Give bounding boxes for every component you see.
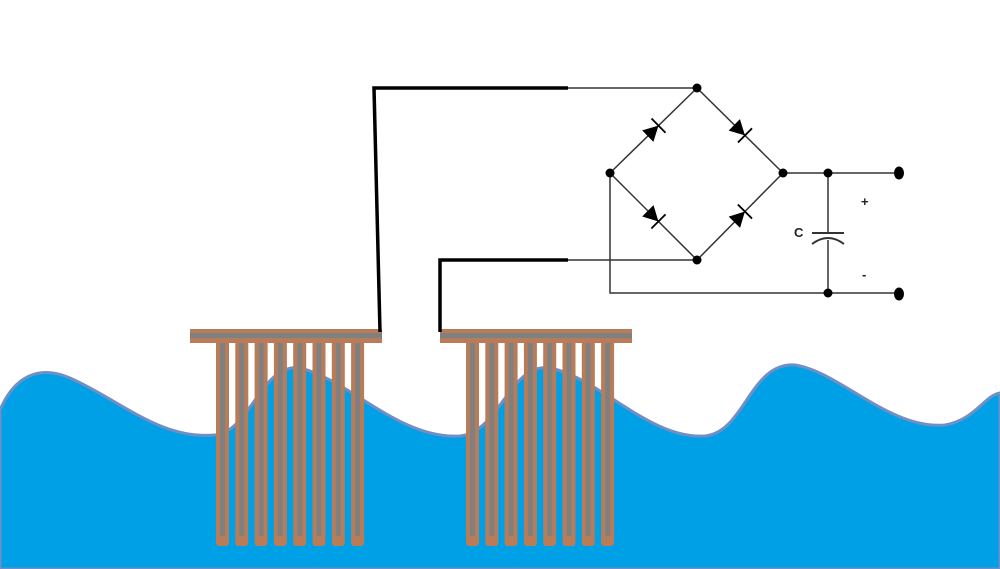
diode-1 — [642, 117, 667, 142]
electrode-rod — [601, 340, 615, 546]
wire-right-electrode — [438, 258, 568, 332]
capacitor-symbol — [811, 232, 845, 245]
electrode-rod — [485, 340, 499, 546]
electrode-rod — [312, 340, 326, 546]
electrode-rod — [504, 340, 518, 546]
capacitor-label: C — [794, 225, 804, 240]
electrode-rod — [562, 340, 576, 546]
terminal-negative — [894, 287, 904, 301]
diode-2 — [728, 119, 753, 144]
node-bottom — [692, 255, 702, 265]
electrode-rod — [254, 340, 268, 546]
electrode-rod — [523, 340, 537, 546]
node-right — [778, 168, 788, 178]
diode-3 — [642, 205, 667, 230]
node-top — [692, 83, 702, 93]
electrode-rod — [331, 340, 345, 546]
electrode-rod — [466, 340, 479, 546]
diode-4 — [728, 203, 753, 228]
wire-left-electrode — [372, 86, 568, 333]
node-cap-bottom — [823, 288, 833, 298]
nodes — [605, 83, 904, 301]
electrode-rod — [216, 340, 229, 546]
electrode-rod — [273, 340, 287, 546]
electrode-rod — [581, 340, 595, 546]
positive-label: + — [861, 194, 869, 209]
negative-label: - — [862, 267, 866, 282]
electrode-rod — [235, 340, 249, 546]
electrode-plate-2 — [440, 329, 632, 546]
electrode-rod — [543, 340, 557, 546]
electrode-rod — [293, 340, 307, 546]
wire-negative-rail — [609, 173, 900, 294]
wires — [372, 86, 900, 333]
node-cap-top — [823, 168, 833, 178]
electrode-rod — [351, 340, 365, 546]
node-left — [605, 168, 615, 178]
terminal-positive — [894, 166, 904, 180]
electrode-plate-1 — [190, 329, 382, 546]
water-waves — [0, 363, 1000, 569]
